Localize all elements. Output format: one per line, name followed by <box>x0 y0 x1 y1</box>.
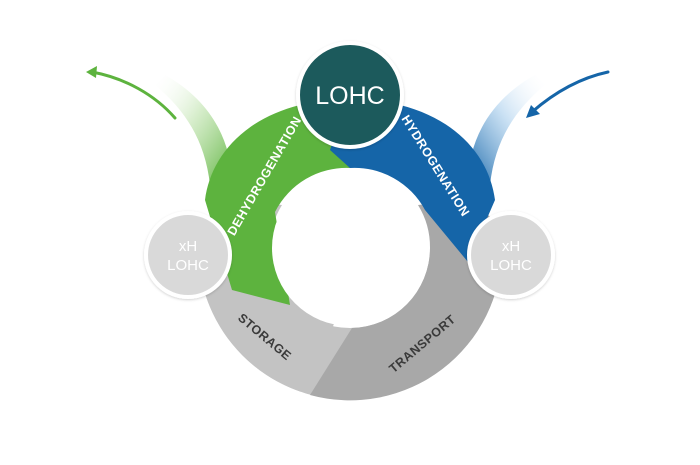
green-swoosh <box>155 75 232 185</box>
right-node-line1: xH <box>502 238 520 255</box>
lohc-node-label: LOHC <box>315 82 384 110</box>
blue-swoosh <box>468 75 545 185</box>
left-node-line2: LOHC <box>167 257 209 274</box>
arrow-in-icon <box>526 70 610 118</box>
arrow-out-icon <box>86 66 177 120</box>
transport-segment <box>310 248 503 401</box>
right-xh-lohc-node: xH LOHC <box>467 211 555 299</box>
left-xh-lohc-node: xH LOHC <box>144 211 232 299</box>
ring-center <box>272 170 428 326</box>
right-node-line2: LOHC <box>490 257 532 274</box>
lohc-node: LOHC <box>296 41 404 149</box>
dehydrogenation-segment <box>205 96 350 305</box>
left-node-line1: xH <box>179 238 197 255</box>
